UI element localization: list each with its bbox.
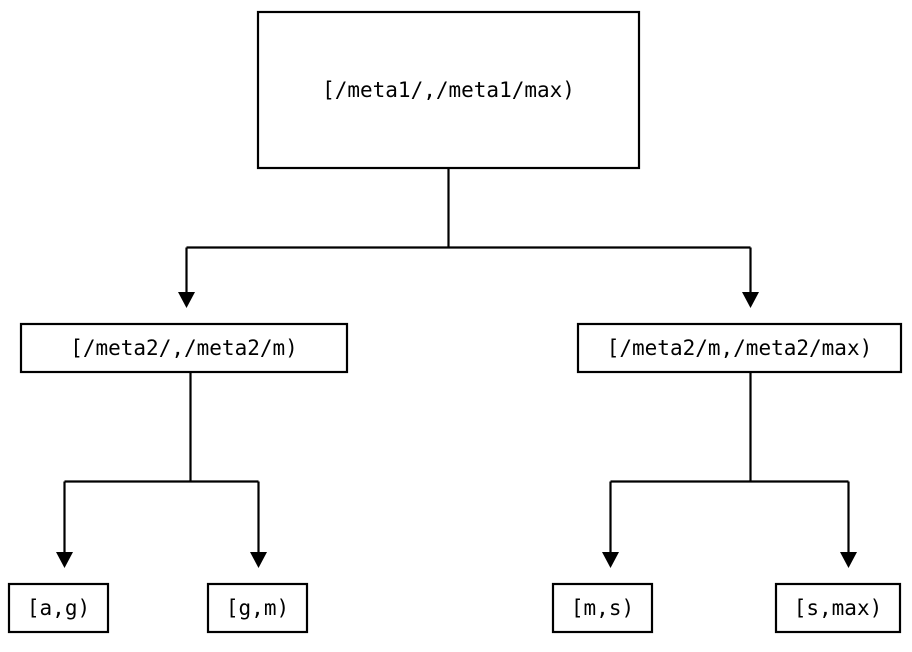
node-leaf-ag[interactable]: [a,g) [7,582,110,634]
edge-level2-left-to-leaves [56,372,267,568]
edge-root-to-level2 [178,168,759,308]
arrowhead-icon-leaf-ms [602,552,619,568]
arrowhead-icon-root-left [178,292,195,308]
arrowhead-icon-leaf-ag [56,552,73,568]
node-root-box[interactable] [256,10,641,170]
node-root[interactable]: [/meta1/,/meta1/max) [256,10,641,170]
node-level2-right[interactable]: [/meta2/m,/meta2/max) [576,322,903,374]
node-leaf-ag-label: [a,g) [27,596,90,620]
arrowhead-icon-root-right [742,292,759,308]
node-level2-left[interactable]: [/meta2/,/meta2/m) [19,322,349,374]
node-leaf-smax-label: [s,max) [794,596,883,620]
edge-level2-right-to-leaves [602,372,857,568]
node-leaf-gm-label: [g,m) [226,596,289,620]
node-level2-left-box[interactable] [19,322,349,374]
node-leaf-ag-box[interactable] [7,582,110,634]
node-root-label: [/meta1/,/meta1/max) [322,78,575,102]
node-level2-left-label: [/meta2/,/meta2/m) [70,336,298,360]
node-leaf-ms[interactable]: [m,s) [551,582,654,634]
node-leaf-smax-box[interactable] [774,582,902,634]
node-leaf-gm-box[interactable] [206,582,309,634]
node-leaf-ms-box[interactable] [551,582,654,634]
node-leaf-gm[interactable]: [g,m) [206,582,309,634]
arrowhead-icon-leaf-smax [840,552,857,568]
node-level2-right-box[interactable] [576,322,903,374]
node-level2-right-label: [/meta2/m,/meta2/max) [607,336,873,360]
arrowhead-icon-leaf-gm [250,552,267,568]
node-leaf-ms-label: [m,s) [571,596,634,620]
node-leaf-smax[interactable]: [s,max) [774,582,902,634]
